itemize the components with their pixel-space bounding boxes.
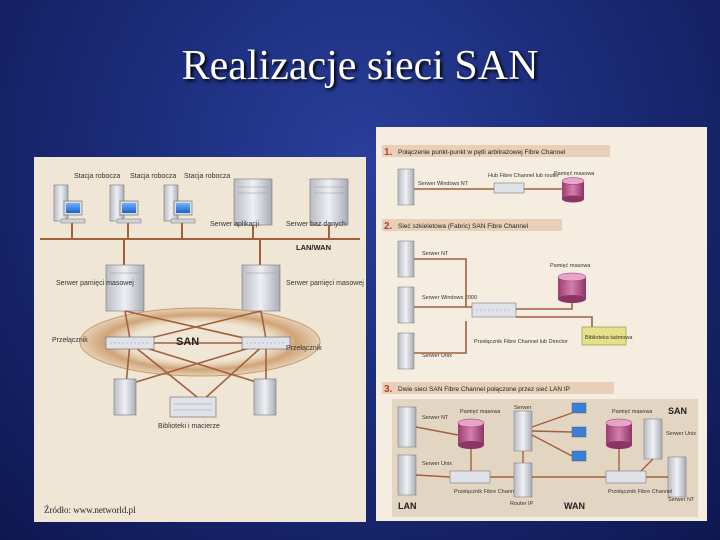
storage-device-left: [113, 378, 137, 416]
storage-server-left: [105, 264, 145, 312]
s2-storage: [557, 272, 587, 303]
s1-server-label: Serwer Windows NT: [418, 181, 469, 187]
workstation-2-label: Stacja robocza: [130, 173, 176, 180]
s3-server-nt-label: Serwer NT: [422, 415, 449, 421]
s2-tape-label: Biblioteka taśmowa: [585, 335, 633, 341]
s3-switch-left: [449, 470, 491, 484]
app-server: [233, 178, 273, 226]
s3-storage-right: [605, 418, 633, 449]
s3-server-unix-label: Serwer Unix: [422, 461, 452, 467]
s2-switch: [471, 302, 517, 318]
s3-server-unix-right-label: Serwer Unix: [666, 431, 696, 437]
s1-hub: [493, 182, 525, 194]
section-1-number: 1.: [384, 147, 393, 158]
s2-server-nt-label: Serwer NT: [422, 251, 449, 257]
section-2-title: Sieć szkieletowa (Fabric) SAN Fibre Chan…: [398, 223, 529, 230]
s3-san-label: SAN: [668, 406, 687, 416]
workstation-1-label: Stacja robocza: [74, 173, 120, 180]
switch-right-label: Przełącznik: [286, 345, 322, 352]
workstation-3: [163, 184, 196, 224]
right-san-diagram: 1. Połączenie punkt-punkt w pętli arbitr…: [376, 127, 707, 521]
s3-switch-right-label: Przełącznik Fibre Channel: [608, 489, 672, 495]
s3-storage-left: [457, 418, 485, 449]
s2-switch-label: Przełącznik Fibre Channel lub Director: [474, 339, 568, 345]
s3-router: [513, 462, 533, 498]
s3-storage-left-label: Pamięć masowa: [460, 409, 501, 415]
workstation-3-label: Stacja robocza: [184, 173, 230, 180]
switch-left-label: Przełącznik: [52, 337, 88, 344]
s3-router-label: Router IP: [510, 501, 534, 507]
s3-wan-label: WAN: [564, 501, 585, 511]
s1-storage-label: Pamięć masowa: [554, 171, 595, 177]
storage-server-right-label: Serwer pamięci masowej: [286, 280, 364, 287]
san-ring: [79, 307, 321, 377]
s2-storage-label: Pamięć masowa: [550, 263, 591, 269]
s2-server-unix-label: Serwer Unix: [422, 353, 452, 359]
s3-server-mid: [513, 410, 533, 452]
s3-workstations: [571, 402, 587, 462]
s3-server-unix-right: [643, 418, 663, 460]
workstation-2: [109, 184, 142, 224]
san-label: SAN: [176, 336, 199, 348]
s3-server-mid-label: Serwer: [514, 405, 532, 411]
s3-server-unix: [397, 454, 417, 496]
s3-links: [415, 412, 668, 478]
libraries-label: Biblioteki i macierze: [158, 423, 220, 430]
s1-storage: [561, 177, 585, 203]
db-server: [309, 178, 349, 226]
s3-server-nt: [397, 406, 417, 448]
lan-wan-label: LAN/WAN: [296, 243, 331, 252]
workstation-1: [53, 184, 86, 224]
section-3-number: 3.: [384, 384, 393, 395]
source-citation: Źródło: www.networld.pl: [44, 505, 136, 515]
s1-server: [397, 168, 415, 206]
storage-server-right-text: Serwer pamięci masowej: [286, 280, 364, 287]
s2-server-w2000: [397, 286, 415, 324]
storage-server-left-text: Serwer pamięci masowej: [56, 280, 134, 287]
storage-server-left-label: Serwer pamięci masowej: [56, 280, 134, 287]
section-1-title: Połączenie punkt-punkt w pętli arbitrażo…: [398, 149, 566, 156]
slide-title: Realizacje sieci SAN: [181, 43, 539, 89]
section-2-header: [382, 219, 562, 231]
section-3-title: Dwie sieci SAN Fibre Channel połączone p…: [398, 386, 570, 393]
s3-storage-right-label: Pamięć masowa: [612, 409, 653, 415]
s2-server-unix: [397, 332, 415, 370]
section-2-number: 2.: [384, 221, 393, 232]
switch-left: [105, 336, 155, 350]
section-3-header: [382, 382, 614, 394]
s1-hub-label: Hub Fibre Channel lub router: [488, 173, 559, 179]
app-server-label: Serwer aplikacji: [210, 221, 259, 228]
s3-server-nt-right-label: Serwer NT: [668, 497, 695, 503]
db-server-label: Serwer baz danych: [286, 221, 346, 228]
left-san-diagram: Stacja robocza Stacja robocza Stacja rob…: [34, 157, 366, 522]
s3-switch-left-label: Przełącznik Fibre Channel: [454, 489, 518, 495]
disk-array: [169, 396, 217, 418]
s2-server-w2000-label: Serwer Windows 2000: [422, 295, 477, 301]
s3-switch-right: [605, 470, 647, 484]
lan-bus: [40, 223, 360, 267]
s3-lan-label: LAN: [398, 501, 417, 511]
s2-tape: [581, 326, 627, 346]
storage-device-right: [253, 378, 277, 416]
storage-server-right: [241, 264, 281, 312]
s2-server-nt: [397, 240, 415, 278]
section-1-header: [382, 145, 610, 157]
switch-right: [241, 336, 291, 350]
